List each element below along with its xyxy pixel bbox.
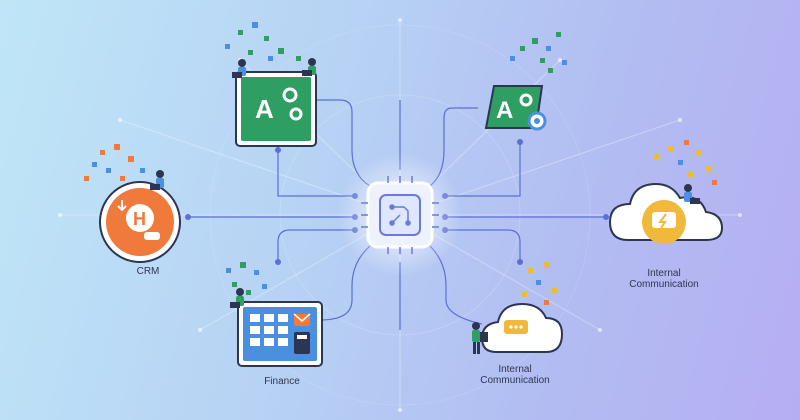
person-with-laptop-icon [232, 58, 316, 78]
decor-squares-right [654, 140, 717, 185]
decor-squares-crm [84, 144, 145, 181]
finance-icon [237, 301, 323, 367]
background-dots [58, 18, 742, 412]
internal-communication-cloud-right [608, 182, 724, 244]
connector-top-left-app [277, 150, 355, 197]
svg-text:A: A [255, 94, 274, 124]
person-with-laptop-icon [230, 288, 244, 308]
internal-communication-cloud-bottom [480, 302, 564, 353]
connector-top-right-app [445, 142, 521, 197]
internal-communication-label-bottom: Internal Communication [480, 364, 550, 386]
crm-icon: H [99, 181, 181, 263]
handshake-icon [144, 232, 160, 240]
crm-label: CRM [136, 266, 160, 277]
chat-bubble-icon [504, 320, 528, 334]
gear-icon [282, 87, 303, 121]
gear-icon [527, 111, 547, 131]
gear-icon [519, 93, 533, 107]
connector-bottom-left-1 [277, 229, 355, 262]
decor-squares-top-right [510, 32, 567, 73]
decor-squares-finance [226, 262, 267, 295]
automation-app-top-right: A [484, 85, 547, 131]
decor-squares-top-left [225, 22, 301, 61]
person-with-laptop-icon [684, 184, 700, 204]
person-with-laptop-icon [150, 170, 164, 190]
mail-icon [293, 313, 311, 326]
finance-label: Finance [264, 376, 300, 387]
svg-text:H: H [133, 209, 146, 229]
svg-text:A: A [496, 97, 513, 124]
ai-chip-hub [338, 153, 462, 277]
internal-communication-label-right: Internal Communication [629, 268, 699, 290]
automation-app-top-left: A [235, 71, 317, 147]
calculator-icon [294, 332, 310, 354]
decor-squares-bottom-right [522, 262, 557, 305]
connector-bottom-right-1 [445, 229, 521, 262]
chat-bubble-icon [652, 212, 676, 229]
person-with-tablet-icon [472, 322, 488, 354]
